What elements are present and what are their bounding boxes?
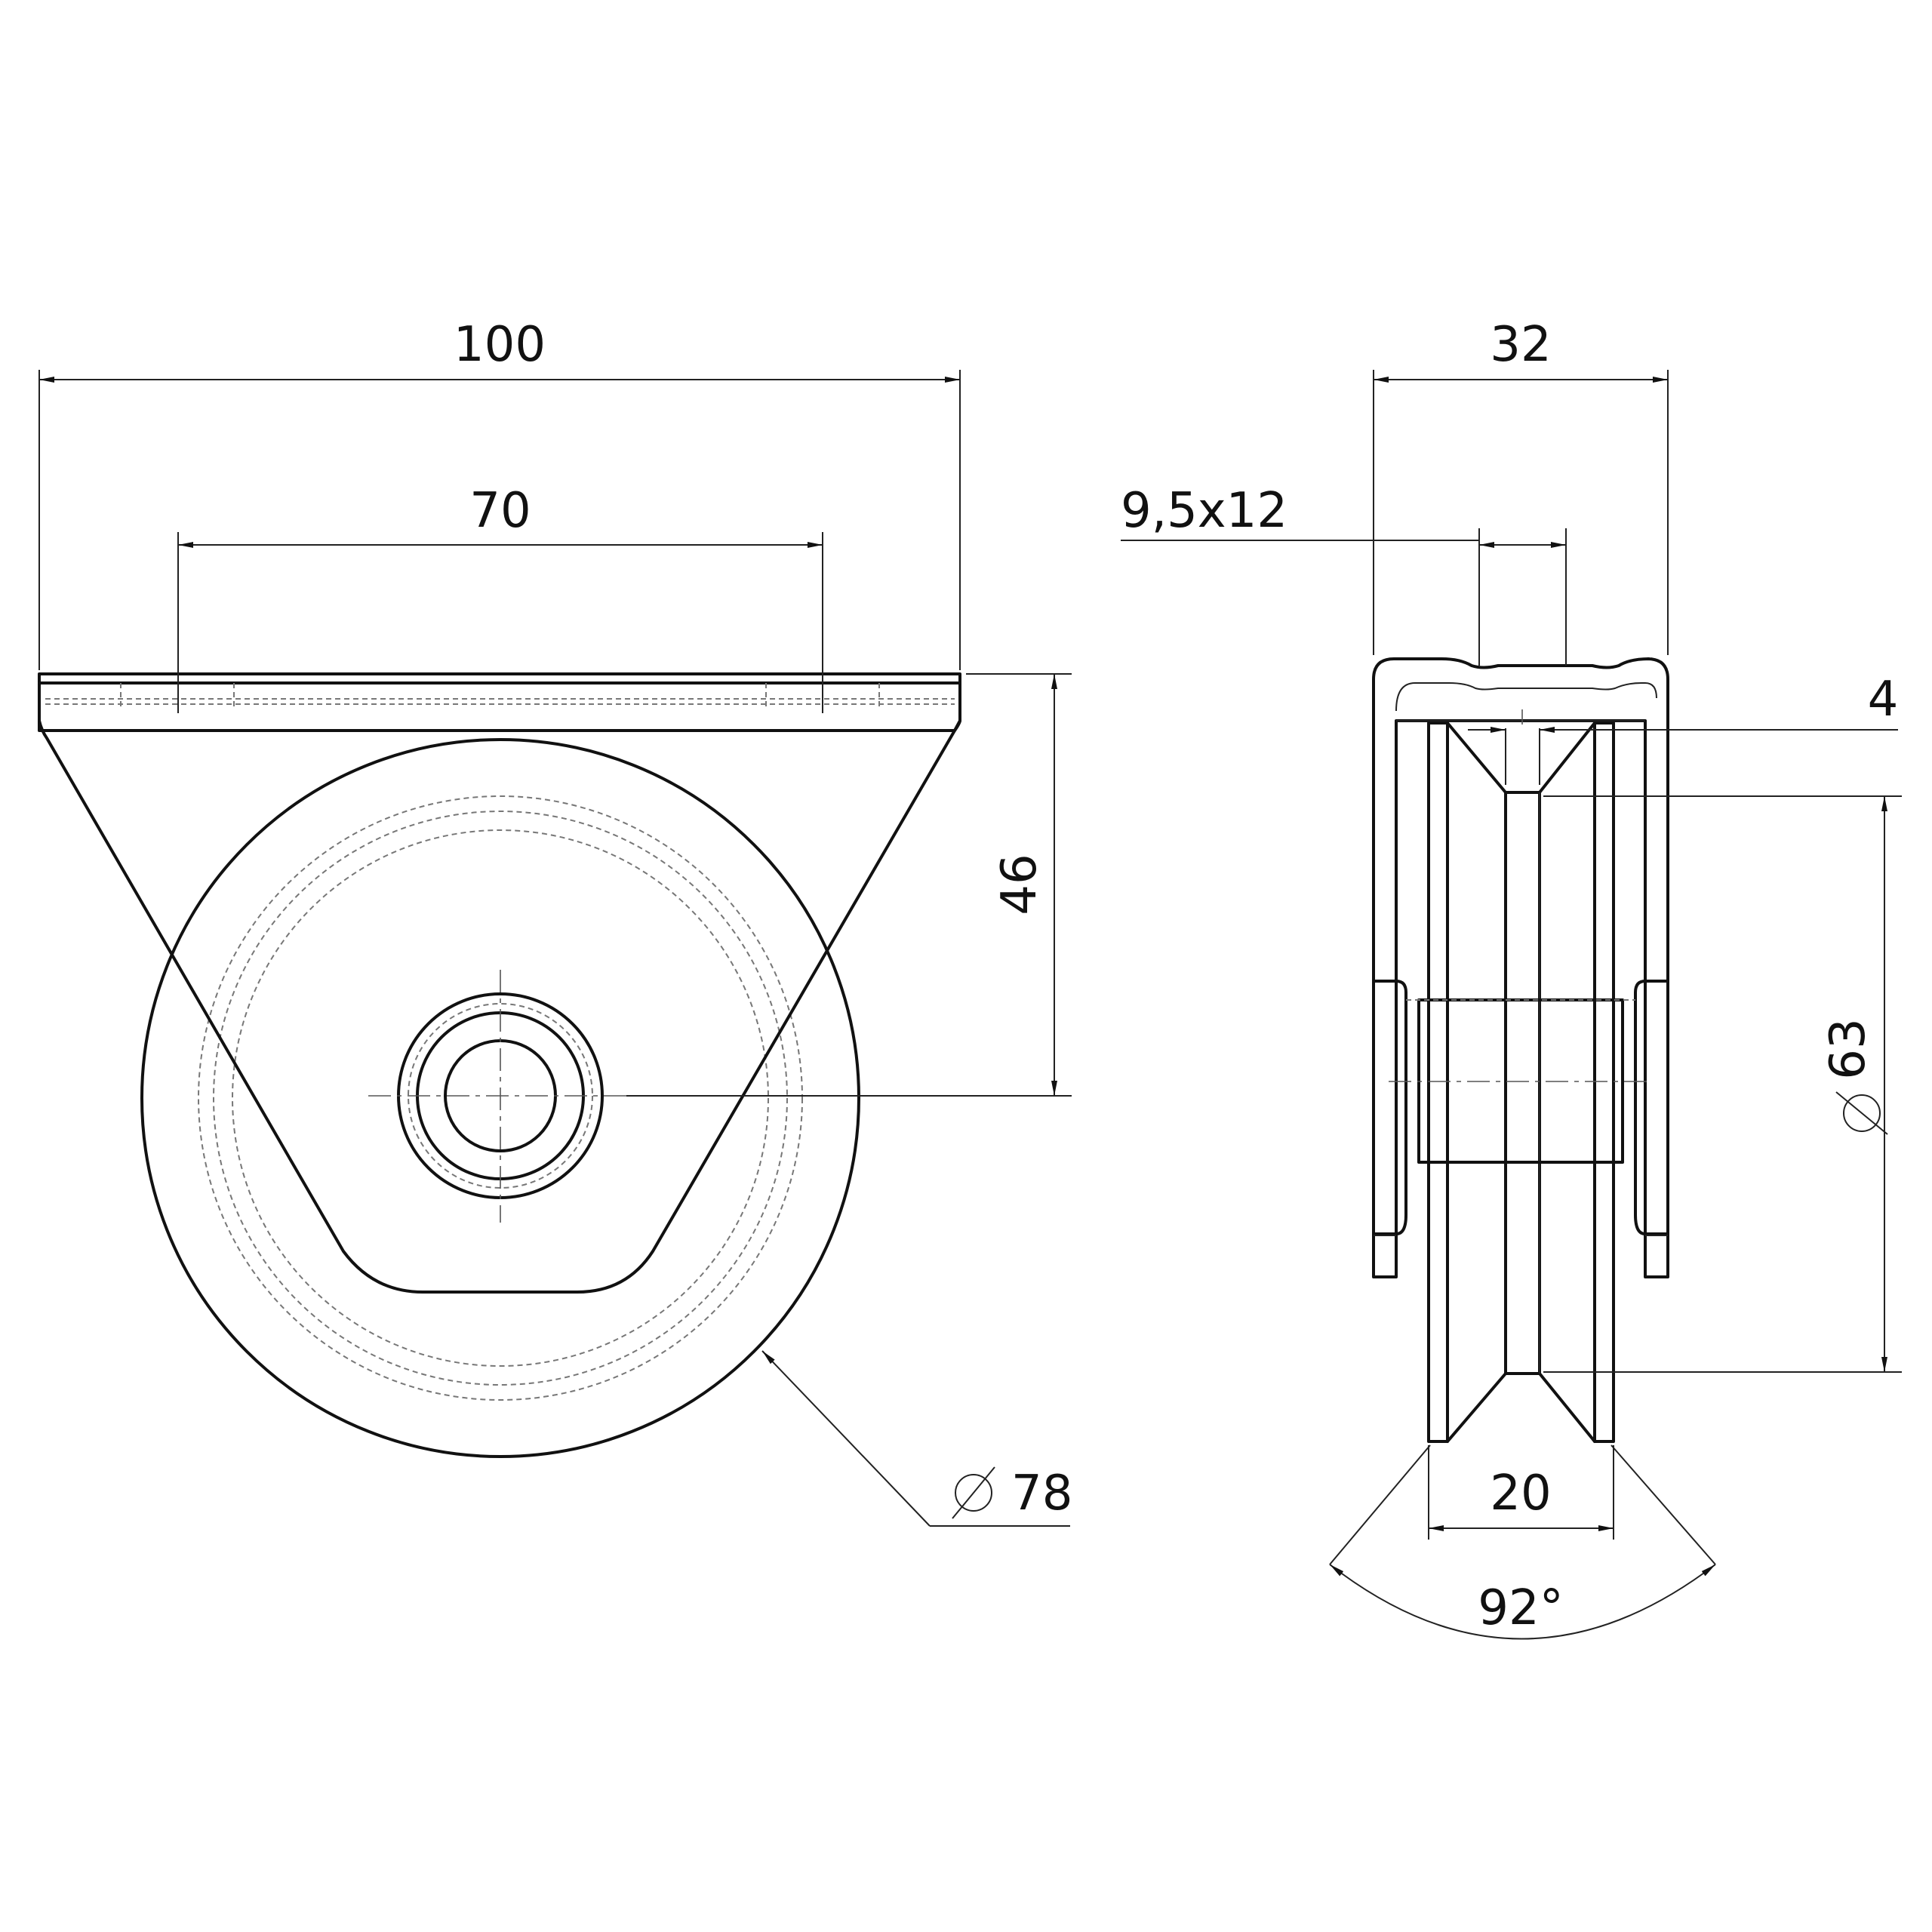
dimension-slot-size: 9,5x12 bbox=[1121, 483, 1567, 666]
dim-text-63: 63 bbox=[1820, 1018, 1876, 1079]
side-bracket-outer bbox=[1372, 657, 1669, 1278]
side-bracket-inner bbox=[1395, 682, 1657, 712]
dim-text-4: 4 bbox=[1868, 672, 1899, 728]
wheel-hidden-circle-mid bbox=[213, 811, 788, 1386]
dim-text-slot: 9,5x12 bbox=[1121, 483, 1287, 539]
dimension-groove-diameter: 63 bbox=[1543, 795, 1902, 1373]
dimension-axle-height: 46 bbox=[626, 673, 1072, 1097]
wheel-rim-right bbox=[1593, 721, 1615, 1443]
dim-text-78: 78 bbox=[1011, 1466, 1072, 1521]
hub-hidden-circle bbox=[408, 1003, 593, 1189]
dim-text-92: 92° bbox=[1478, 1580, 1563, 1636]
side-view bbox=[1372, 657, 1669, 1443]
dim-text-32: 32 bbox=[1490, 317, 1551, 373]
dimension-plate-thickness: 4 bbox=[1468, 672, 1898, 785]
side-lug-right bbox=[1644, 980, 1669, 1235]
wheel-groove-right bbox=[1538, 721, 1596, 1443]
wheel-rim-left bbox=[1427, 721, 1449, 1443]
side-lug-left bbox=[1372, 980, 1398, 1235]
wheel-outline bbox=[140, 738, 860, 1458]
bracket-body bbox=[38, 719, 961, 1294]
dimension-bracket-width: 32 bbox=[1373, 317, 1669, 655]
wheel-hidden-circle-outer bbox=[198, 795, 803, 1401]
diameter-icon bbox=[952, 1466, 995, 1519]
dimension-wheel-width: 20 bbox=[1428, 1445, 1614, 1540]
diameter-icon bbox=[1835, 1091, 1888, 1135]
dim-text-100: 100 bbox=[454, 317, 546, 373]
dim-text-70: 70 bbox=[469, 483, 531, 539]
dimension-wheel-diameter: 78 bbox=[761, 1350, 1072, 1527]
wheel-groove bbox=[1446, 721, 1507, 1443]
dimension-hole-spacing: 70 bbox=[177, 483, 823, 713]
wheel-hidden-circle-inner bbox=[232, 829, 769, 1367]
side-lug-right-inner bbox=[1634, 980, 1647, 1235]
dim-text-46: 46 bbox=[992, 854, 1048, 915]
dimension-groove-angle: 92° bbox=[1329, 1444, 1716, 1640]
dim-text-20: 20 bbox=[1490, 1466, 1551, 1521]
side-lug-left-inner bbox=[1395, 980, 1407, 1235]
dimension-width-overall: 100 bbox=[38, 317, 961, 670]
front-view bbox=[38, 672, 961, 1458]
